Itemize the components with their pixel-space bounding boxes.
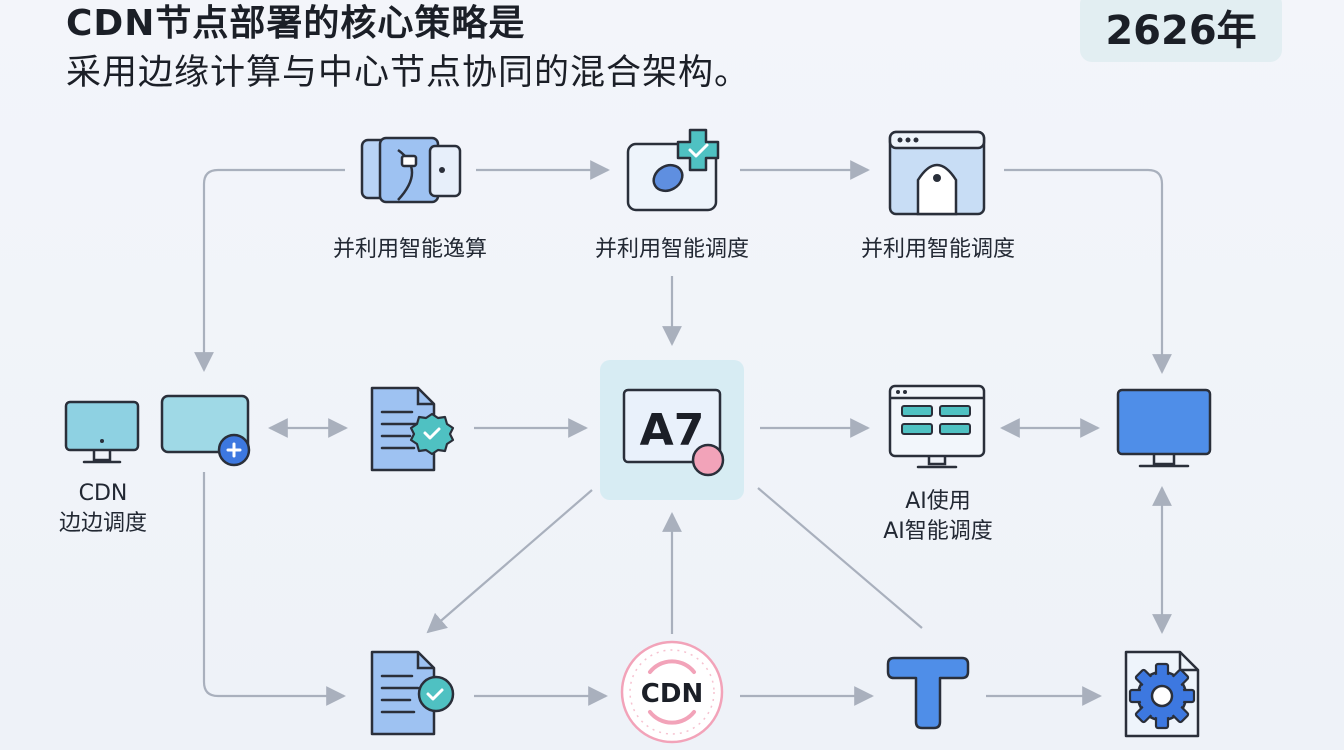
t-shape-icon (886, 656, 970, 730)
cdn-circle-label: CDN (641, 679, 703, 709)
arrow-center-to-bottomdoc (426, 489, 593, 634)
left-label-line1: CDN (78, 481, 128, 506)
top-mid-label: 并利用智能调度 (594, 237, 750, 262)
arrow-top3-to-right (1004, 168, 1172, 374)
small-monitor-icon (64, 400, 140, 464)
top-left-label: 并利用智能逸算 (332, 237, 488, 262)
mid-right-label-line1: AI使用 (905, 489, 971, 514)
desktop-monitor-icon (1116, 388, 1212, 468)
gear-settings-icon (1124, 650, 1200, 738)
top-right-label: 并利用智能调度 (860, 237, 1016, 262)
document-verified-icon (370, 386, 455, 472)
tablet-add-icon (160, 394, 251, 467)
connectors (194, 160, 1172, 706)
arrow-topleft-to-left (194, 168, 345, 372)
document-check-icon (370, 650, 455, 736)
mid-right-label-line2: AI智能调度 (883, 519, 993, 544)
folder-stack-icon (360, 136, 462, 204)
line-center-to-t (757, 487, 923, 629)
year-badge: 2626年 (1080, 0, 1282, 62)
page-title-line1: CDN节点部署的核心策略是 (66, 3, 526, 44)
page-title-line2: 采用边缘计算与中心节点协同的混合架构。 (66, 53, 751, 93)
browser-window-icon (888, 130, 986, 216)
dashboard-panel-icon (888, 384, 986, 469)
center-node: A7 (600, 360, 744, 500)
image-card-check-icon (626, 128, 720, 212)
left-label-line2: 边边调度 (58, 511, 148, 536)
center-node-label: A7 (640, 405, 705, 456)
cdn-circle-icon: CDN (620, 640, 724, 744)
arrow-left-to-bottomdoc (202, 472, 346, 706)
